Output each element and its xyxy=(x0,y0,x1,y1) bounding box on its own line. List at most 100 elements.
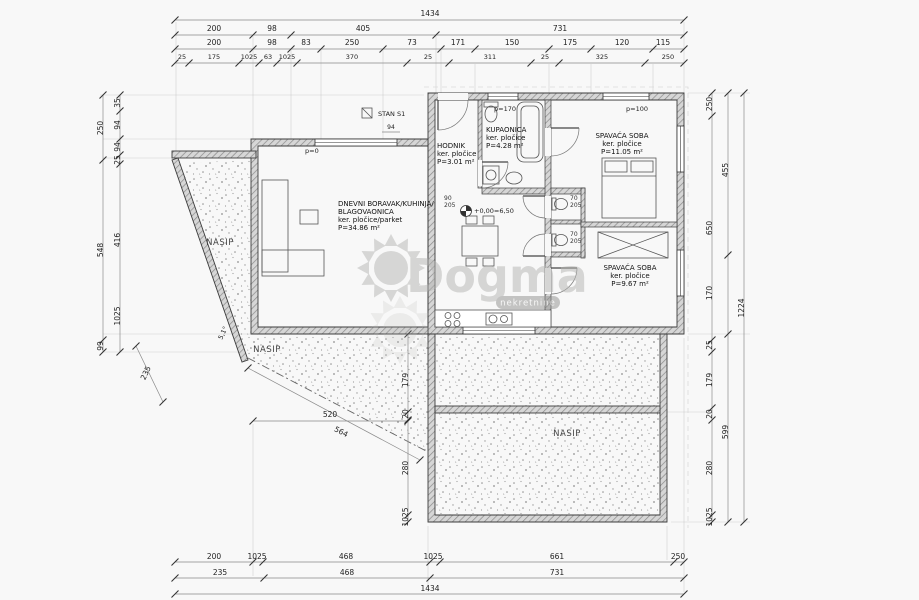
furniture xyxy=(261,101,669,328)
room-label-spavaca2-name: SPAVAĆA SOBA xyxy=(603,263,656,272)
room-label-kupaonica-area: P=4.28 m² xyxy=(486,142,524,150)
dim-label: 63 xyxy=(264,53,272,61)
dim-label: 250 xyxy=(662,53,674,61)
dim-total-bottom: 1434 xyxy=(420,584,439,593)
level-label: +0,00=6,50 xyxy=(474,207,514,215)
dim-label: 73 xyxy=(407,38,417,47)
dim-label: 200 xyxy=(207,38,222,47)
dim-label: 175 xyxy=(208,53,220,61)
dining-set xyxy=(461,215,499,267)
toilet-bowl xyxy=(484,105,498,123)
wc-niche-fixtures xyxy=(551,197,568,247)
dim-label: 548 xyxy=(96,243,105,258)
room-label-dnevni-area: P=34.86 m² xyxy=(338,224,380,232)
dim-label: 661 xyxy=(550,552,565,561)
angle-label: 5,1° xyxy=(217,325,230,341)
dim-label: 1025 xyxy=(401,507,410,526)
nasip-label-lower: NASIP xyxy=(553,429,581,439)
wardrobe xyxy=(597,231,669,259)
entry-step-dim: 94 xyxy=(387,124,395,131)
nasip-area-lower-bottom xyxy=(435,413,660,515)
unit-label: STAN S1 xyxy=(378,110,405,118)
dim-label: 20 xyxy=(401,409,410,419)
watermark: Dogma nekretnine xyxy=(357,234,588,364)
dim-label: 25 xyxy=(424,53,432,61)
kitchen-sink xyxy=(485,312,513,326)
dim-label: 94 xyxy=(113,120,122,130)
room-label-dnevni-name1: DNEVNI BORAVAK/KUHINJA/ xyxy=(338,200,434,208)
room-label-kupaonica-floor: ker. pločice xyxy=(486,134,525,142)
annotations: STAN S1 94 p=0 p=170 p=100 +0,00=6,50 5,… xyxy=(217,105,648,341)
dim-label: 150 xyxy=(505,38,520,47)
dim-label: 520 xyxy=(323,410,338,419)
wall-hodnik-kupaonica xyxy=(477,99,483,189)
retaining-wall-top xyxy=(171,150,257,159)
dim-label: 1025 xyxy=(279,53,296,61)
dim-label: 35 xyxy=(113,98,122,108)
nasip-boundary-dashed xyxy=(247,357,429,453)
nasip-area-left xyxy=(180,160,251,356)
dim-label: 179 xyxy=(401,373,410,388)
dim-label: 179 xyxy=(705,373,714,388)
room-label-spavaca2-area: P=9.67 m² xyxy=(611,280,649,288)
room-label-hodnik-name: HODNIK xyxy=(437,142,465,150)
bedroom1-door-arc xyxy=(550,127,580,157)
unit-marker-icon xyxy=(361,107,373,119)
dim-label: 250 xyxy=(96,121,105,136)
stove-burner xyxy=(444,312,452,319)
entrance-door-arc xyxy=(437,99,469,131)
wall-kupaonica-south xyxy=(481,187,552,195)
dim-label: 564 xyxy=(333,425,350,440)
dim-label: 468 xyxy=(340,568,355,577)
door-size-height: 205 xyxy=(444,202,456,209)
nasip-area-lower-top xyxy=(435,334,660,406)
washbasin xyxy=(505,171,523,185)
room-label-spavaca1-floor: ker. pločice xyxy=(602,140,641,148)
room-label-spavaca2-floor: ker. pločice xyxy=(610,272,649,280)
wc1-toilet xyxy=(554,198,568,210)
kitchen xyxy=(434,309,552,328)
dim-label: 280 xyxy=(401,461,410,476)
dim-label: 120 xyxy=(615,38,630,47)
room-label-dnevni-floor: ker. pločice/parket xyxy=(338,216,402,224)
dim-label: 25 xyxy=(541,53,549,61)
watermark-brand: Dogma xyxy=(406,249,588,303)
wall-niche-mid xyxy=(550,219,582,225)
wall-niche-top xyxy=(550,187,586,195)
dim-label: 98 xyxy=(267,24,277,33)
dim-label: 171 xyxy=(451,38,466,47)
room-label-hodnik-floor: ker. pločice xyxy=(437,150,476,158)
bathtub xyxy=(516,101,544,163)
room-label-kupaonica-name: KUPAONICA xyxy=(486,126,527,134)
nasip-area-middle xyxy=(248,334,428,452)
dim-label: 1025 xyxy=(247,552,266,561)
dim-label: 650 xyxy=(705,221,714,236)
nasip-label-middle: NASIP xyxy=(253,345,281,355)
extension-lines xyxy=(100,22,750,592)
room-label-spavaca1-name: SPAVAĆA SOBA xyxy=(595,131,648,140)
nasip-fills xyxy=(180,160,660,515)
door-size-width: 70 xyxy=(570,195,578,202)
parapet-bedroom: p=100 xyxy=(626,105,648,113)
wc1-door-arc xyxy=(522,195,546,219)
dim-label: 98 xyxy=(267,38,277,47)
door-size-height: 205 xyxy=(570,238,582,245)
dim-label: 468 xyxy=(339,552,354,561)
retaining-wall-diagonal xyxy=(171,157,249,363)
dim-label: 20 xyxy=(705,409,714,419)
kitchen-counter xyxy=(434,309,552,328)
nasip-label-left: NASIP xyxy=(206,238,234,248)
dim-label: 325 xyxy=(596,53,608,61)
watermark-tag: nekretnine xyxy=(500,299,556,309)
dim-label: 25 xyxy=(178,53,186,61)
room-label-spavaca1-area: P=11.05 m² xyxy=(601,148,643,156)
lower-block-divider-wall xyxy=(434,405,661,414)
dim-label: 1025 xyxy=(423,552,442,561)
dim-label: 200 xyxy=(207,24,222,33)
room-label-dnevni-name2: BLAGOVAONICA xyxy=(338,208,394,216)
wc2-toilet xyxy=(554,234,568,246)
exterior-wall-lower-block xyxy=(427,333,668,523)
sofa xyxy=(261,179,325,277)
dim-label: 370 xyxy=(346,53,358,61)
